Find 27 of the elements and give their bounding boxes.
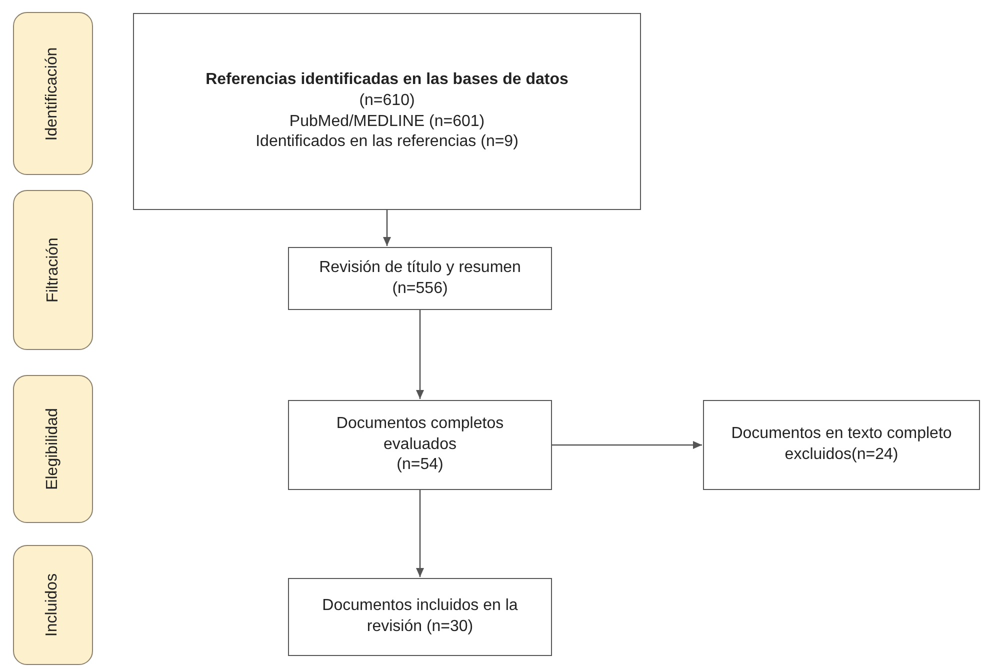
box-text: Documentos en texto completo excluidos(n=24)	[730, 424, 953, 465]
process-box	[133, 13, 641, 210]
arrow	[383, 210, 391, 246]
box-heading: Referencias identificadas en las bases de datos	[206, 70, 568, 90]
box-text: (n=54)	[396, 455, 444, 476]
box-text: Documentos completos evaluados	[335, 414, 505, 455]
stage-label: Incluidos	[43, 573, 62, 637]
process-box	[288, 247, 552, 310]
box-text: (n=610)	[359, 90, 415, 111]
stage-pill	[13, 12, 93, 175]
arrow	[416, 310, 424, 399]
arrow	[416, 490, 424, 577]
box-text: Identificados en las referencias (n=9)	[256, 132, 518, 152]
stage-label: Identificación	[43, 46, 62, 140]
box-text: Documentos incluidos en la revisión (n=30)	[321, 596, 519, 637]
stage-pill	[13, 375, 93, 523]
arrow	[552, 441, 702, 449]
box-text: (n=556)	[392, 278, 448, 298]
stage-pill	[13, 190, 93, 350]
box-text: Revisión de título y resumen	[319, 258, 521, 278]
stage-label: Filtración	[43, 238, 62, 302]
process-box	[703, 400, 980, 490]
process-box	[288, 400, 552, 490]
stage-pill	[13, 545, 93, 665]
process-box	[288, 578, 552, 656]
stage-label: Elegibilidad	[43, 408, 62, 490]
box-text: PubMed/MEDLINE (n=601)	[289, 112, 485, 132]
